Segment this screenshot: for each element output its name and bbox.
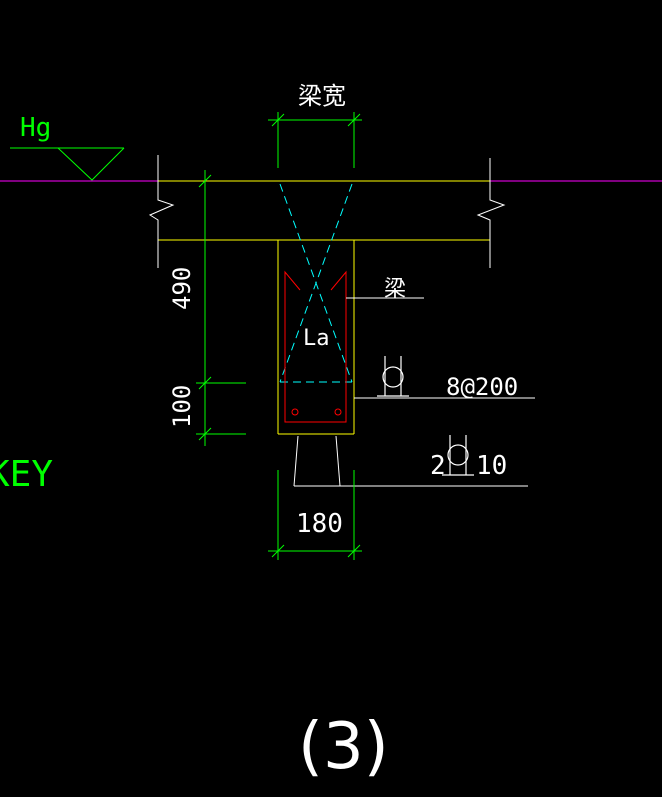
dim-depth: [196, 170, 246, 446]
rebar-cage: [284, 270, 347, 423]
detail-number: (3): [298, 710, 389, 784]
key-label: KEY: [0, 454, 53, 495]
stirrup-spacing: 8@200: [446, 373, 518, 401]
dim-lower-label: 100: [168, 385, 196, 428]
break-line-left: [148, 155, 175, 268]
dim-width-label: 180: [296, 509, 343, 539]
beam-label: 梁: [384, 277, 406, 302]
rebar-grade-icon: [442, 435, 474, 476]
leaders: [294, 297, 535, 487]
beam-width-label: 梁宽: [298, 82, 346, 110]
elevation-marker: [10, 147, 125, 181]
shear-key: [293, 435, 341, 487]
dim-width-180: [268, 470, 362, 560]
dim-upper-label: 490: [168, 267, 196, 310]
dim-beam-width: [268, 112, 362, 168]
break-line-right: [476, 158, 506, 268]
beam-hatch: [279, 183, 353, 383]
rebar-grade-icon: [377, 356, 409, 397]
main-bar-count: 2: [430, 451, 446, 481]
slab-outline: [158, 180, 490, 435]
anchorage-label: La: [303, 326, 330, 351]
main-bar-size: 10: [476, 451, 507, 481]
elevation-label: Hg: [20, 113, 51, 143]
